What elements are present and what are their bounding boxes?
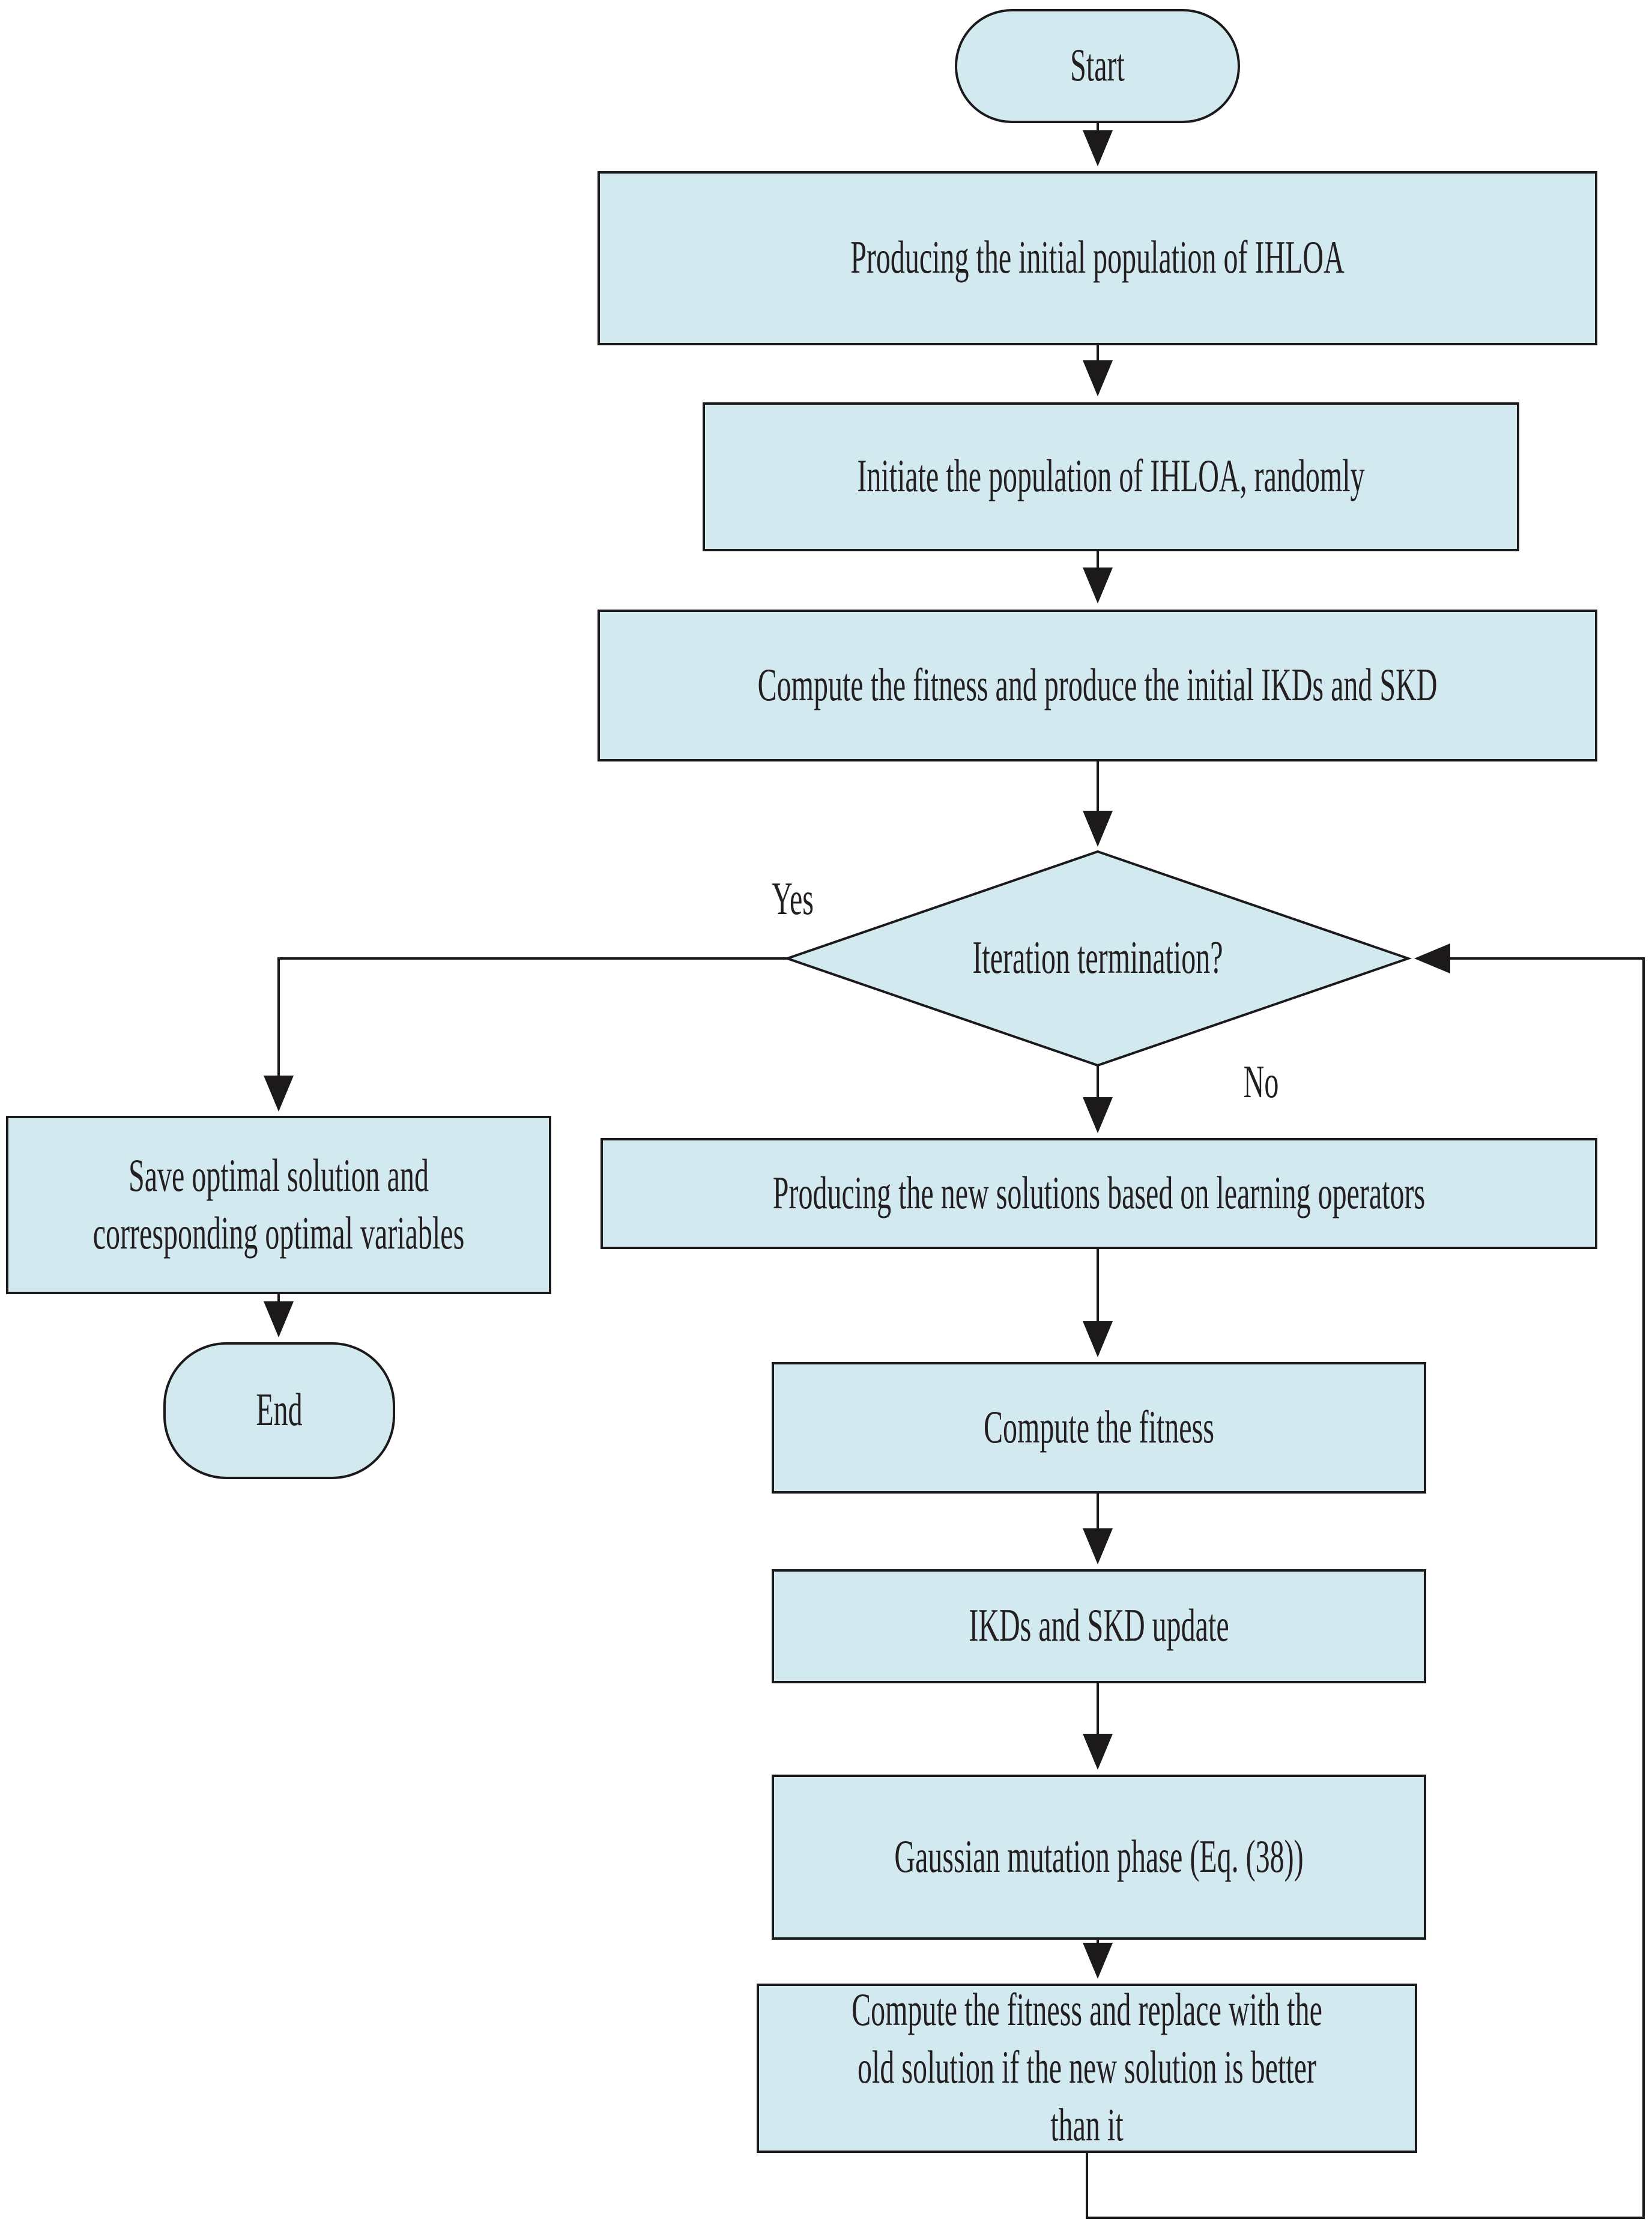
process-compute-fitness: Compute the fitness — [772, 1362, 1426, 1494]
decision-iteration-termination: Iteration termination? — [834, 916, 1362, 1000]
process-produce-initial-population: Producing the initial population of IHLO… — [598, 171, 1597, 345]
no-branch-label: No — [1243, 1056, 1279, 1108]
arrow-decision-yes-to-save — [264, 957, 787, 1112]
decision-diamond-shape — [783, 850, 1412, 1067]
process-compute-fitness-label: Compute the fitness — [984, 1402, 1214, 1453]
process-initiate-population: Initiate the population of IHLOA, random… — [703, 402, 1519, 551]
process-gaussian-mutation: Gaussian mutation phase (Eq. (38)) — [772, 1775, 1426, 1940]
process-produce-new-solutions-label: Producing the new solutions based on lea… — [772, 1167, 1426, 1219]
process-replace-if-better-label: Compute the fitness and replace with the… — [852, 1984, 1322, 2151]
start-label: Start — [1070, 40, 1125, 91]
process-initiate-population-label: Initiate the population of IHLOA, random… — [857, 450, 1365, 502]
start-terminator: Start — [955, 9, 1240, 123]
process-gaussian-mutation-label: Gaussian mutation phase (Eq. (38)) — [894, 1831, 1304, 1883]
end-label: End — [256, 1384, 303, 1436]
process-ikds-skd-update: IKDs and SKD update — [772, 1569, 1426, 1683]
yes-branch-label: Yes — [772, 873, 814, 925]
process-save-optimal-solution: Save optimal solution and corresponding … — [6, 1116, 551, 1294]
end-terminator: End — [163, 1342, 395, 1479]
process-produce-initial-population-label: Producing the initial population of IHLO… — [850, 232, 1345, 283]
arrow-replace-loop-to-decision — [1086, 943, 1645, 2219]
process-ikds-skd-update-label: IKDs and SKD update — [969, 1600, 1229, 1651]
process-replace-if-better: Compute the fitness and replace with the… — [757, 1984, 1417, 2153]
process-compute-fitness-initial: Compute the fitness and produce the init… — [598, 610, 1597, 761]
process-compute-fitness-initial-label: Compute the fitness and produce the init… — [757, 659, 1438, 711]
process-save-optimal-solution-label: Save optimal solution and corresponding … — [92, 1150, 465, 1259]
decision-iteration-termination-label: Iteration termination? — [972, 932, 1223, 984]
process-produce-new-solutions: Producing the new solutions based on lea… — [601, 1138, 1597, 1249]
